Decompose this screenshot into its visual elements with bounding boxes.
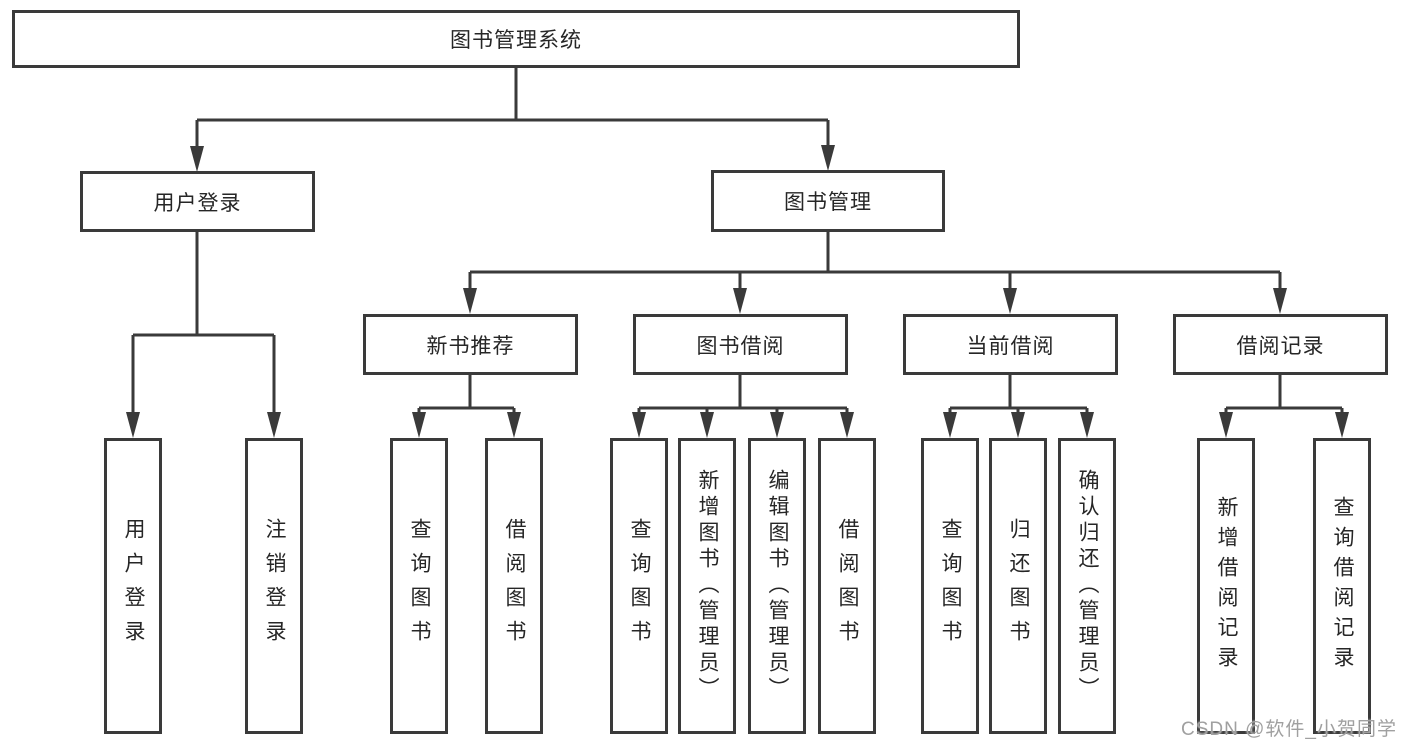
node-root-label: 图书管理系统 xyxy=(450,29,582,52)
arrowhead xyxy=(1003,288,1017,314)
leaf-query-borrow-record: 查询借阅记录 xyxy=(1313,438,1371,734)
leaf-logout-label: 注销登录 xyxy=(263,518,286,654)
arrowhead xyxy=(632,412,646,438)
leaf-confirm-return-admin-label: 确认归还（管理员） xyxy=(1076,469,1099,703)
arrowhead xyxy=(1219,412,1233,438)
leaf-add-book-admin-label: 新增图书（管理员） xyxy=(696,469,719,703)
connector-newbook-to-leaves xyxy=(412,375,521,438)
leaf-user-login: 用户登录 xyxy=(104,438,162,734)
leaf-return-book-label: 归还图书 xyxy=(1007,518,1030,654)
arrowhead xyxy=(1273,288,1287,314)
arrowhead xyxy=(126,412,140,438)
leaf-add-book-admin: 新增图书（管理员） xyxy=(678,438,736,734)
leaf-return-book: 归还图书 xyxy=(989,438,1047,734)
arrowhead xyxy=(733,288,747,314)
node-borrow-record-label: 借阅记录 xyxy=(1236,334,1325,358)
leaf-user-login-label: 用户登录 xyxy=(122,518,145,654)
arrowhead xyxy=(700,412,714,438)
node-borrow-record: 借阅记录 xyxy=(1173,314,1388,375)
leaf-query-book-3: 查询图书 xyxy=(921,438,979,734)
leaf-query-book-1-label: 查询图书 xyxy=(408,518,431,654)
arrowhead xyxy=(1080,412,1094,438)
node-book-borrow: 图书借阅 xyxy=(633,314,848,375)
connector-borrowrecord-to-leaves xyxy=(1219,375,1349,438)
arrowhead xyxy=(190,146,204,172)
leaf-query-book-2-label: 查询图书 xyxy=(628,518,651,654)
leaf-logout: 注销登录 xyxy=(245,438,303,734)
leaf-edit-book-admin-label: 编辑图书（管理员） xyxy=(766,469,789,703)
leaf-query-borrow-record-label: 查询借阅记录 xyxy=(1331,496,1354,676)
connector-root-to-level2 xyxy=(190,68,835,172)
connector-bookmgmt-to-level3 xyxy=(463,232,1287,314)
node-book-management: 图书管理 xyxy=(711,170,945,232)
arrowhead xyxy=(821,145,835,171)
connector-userlogin-to-leaves xyxy=(126,232,281,438)
arrowhead xyxy=(1011,412,1025,438)
node-current-borrow: 当前借阅 xyxy=(903,314,1118,375)
arrowhead xyxy=(267,412,281,438)
arrowhead xyxy=(412,412,426,438)
arrowhead xyxy=(943,412,957,438)
arrowhead xyxy=(1335,412,1349,438)
node-book-management-label: 图书管理 xyxy=(784,191,872,214)
leaf-query-book-2: 查询图书 xyxy=(610,438,668,734)
leaf-add-borrow-record-label: 新增借阅记录 xyxy=(1215,496,1238,676)
leaf-add-borrow-record: 新增借阅记录 xyxy=(1197,438,1255,734)
arrowhead xyxy=(463,288,477,314)
leaf-borrow-book-2-label: 借阅图书 xyxy=(836,518,859,654)
watermark: CSDN @软件_小贺同学 xyxy=(1181,719,1397,740)
leaf-borrow-book-1: 借阅图书 xyxy=(485,438,543,734)
arrowhead xyxy=(507,412,521,438)
node-book-borrow-label: 图书借阅 xyxy=(696,334,785,358)
leaf-borrow-book-1-label: 借阅图书 xyxy=(503,518,526,654)
leaf-borrow-book-2: 借阅图书 xyxy=(818,438,876,734)
arrowhead xyxy=(770,412,784,438)
connector-bookborrow-to-leaves xyxy=(632,375,854,438)
leaf-query-book-1: 查询图书 xyxy=(390,438,448,734)
node-current-borrow-label: 当前借阅 xyxy=(966,334,1055,358)
leaf-query-book-3-label: 查询图书 xyxy=(939,518,962,654)
node-user-login-label: 用户登录 xyxy=(153,191,242,215)
node-user-login: 用户登录 xyxy=(80,171,315,232)
connector-currentborrow-to-leaves xyxy=(943,375,1094,438)
leaf-confirm-return-admin: 确认归还（管理员） xyxy=(1058,438,1116,734)
arrowhead xyxy=(840,412,854,438)
node-root: 图书管理系统 xyxy=(12,10,1020,68)
node-new-book-recommend-label: 新书推荐 xyxy=(426,334,515,358)
node-new-book-recommend: 新书推荐 xyxy=(363,314,578,375)
leaf-edit-book-admin: 编辑图书（管理员） xyxy=(748,438,806,734)
